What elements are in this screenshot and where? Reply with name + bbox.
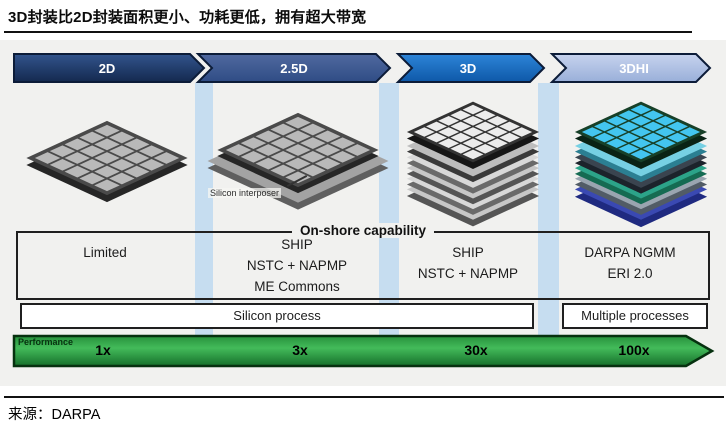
capability-3dhi-line: DARPA NGMM [584,245,676,260]
vertical-band-3 [538,83,559,335]
performance-value-100x: 100x [618,342,650,358]
performance-value-3x: 3x [292,342,308,358]
silicon-process-box: Silicon process [20,303,534,329]
capability-2.5d-line: NSTC + NAPMP [246,258,348,273]
capability-3dhi-line: ERI 2.0 [607,266,653,281]
page-title: 3D封装比2D封装面积更小、功耗更低，拥有超大带宽 [8,9,367,26]
capability-2.5d-line: SHIP [281,237,313,252]
stage-arrow-2.5d [195,53,392,83]
stage-arrow-3d [395,53,546,83]
capability-2.5d: SHIP NSTC + NAPMP ME Commons [217,234,377,297]
stage-arrow-row: 2D 2.5D 3D 3DHI [13,53,712,83]
onshore-capability-title: On-shore capability [291,223,435,238]
source-text: 来源：DARPA [8,407,101,423]
chip-3dhi-illustration [574,101,708,228]
packaging-evolution-diagram: 2D 2.5D 3D 3DHI [0,40,726,386]
performance-arrow [12,334,715,368]
stage-label-2d: 2D [99,61,116,76]
capability-3d: SHIP NSTC + NAPMP [388,242,548,284]
performance-value-1x: 1x [95,342,111,358]
multiple-processes-box: Multiple processes [562,303,708,329]
chip-2d-illustration [26,120,188,203]
stage-label-3d: 3D [460,61,477,76]
capability-3dhi: DARPA NGMM ERI 2.0 [548,242,712,284]
title-underline [4,31,692,33]
silicon-interposer-label: Silicon interposer [208,188,282,198]
stage-arrow-3dhi [549,53,712,83]
stage-arrow-2d [13,53,206,83]
stage-label-3dhi: 3DHI [619,61,649,76]
silicon-interposer-pointer-line [286,174,308,188]
capability-3d-line: SHIP [452,245,484,260]
stage-label-2.5d: 2.5D [280,61,307,76]
performance-value-30x: 30x [464,342,488,358]
capability-2d: Limited [30,242,180,263]
capability-2.5d-line: ME Commons [254,279,340,294]
performance-label: Performance [18,337,74,347]
capability-2d-line: Limited [83,245,127,260]
source-divider [4,396,724,398]
capability-3d-line: NSTC + NAPMP [417,266,519,281]
